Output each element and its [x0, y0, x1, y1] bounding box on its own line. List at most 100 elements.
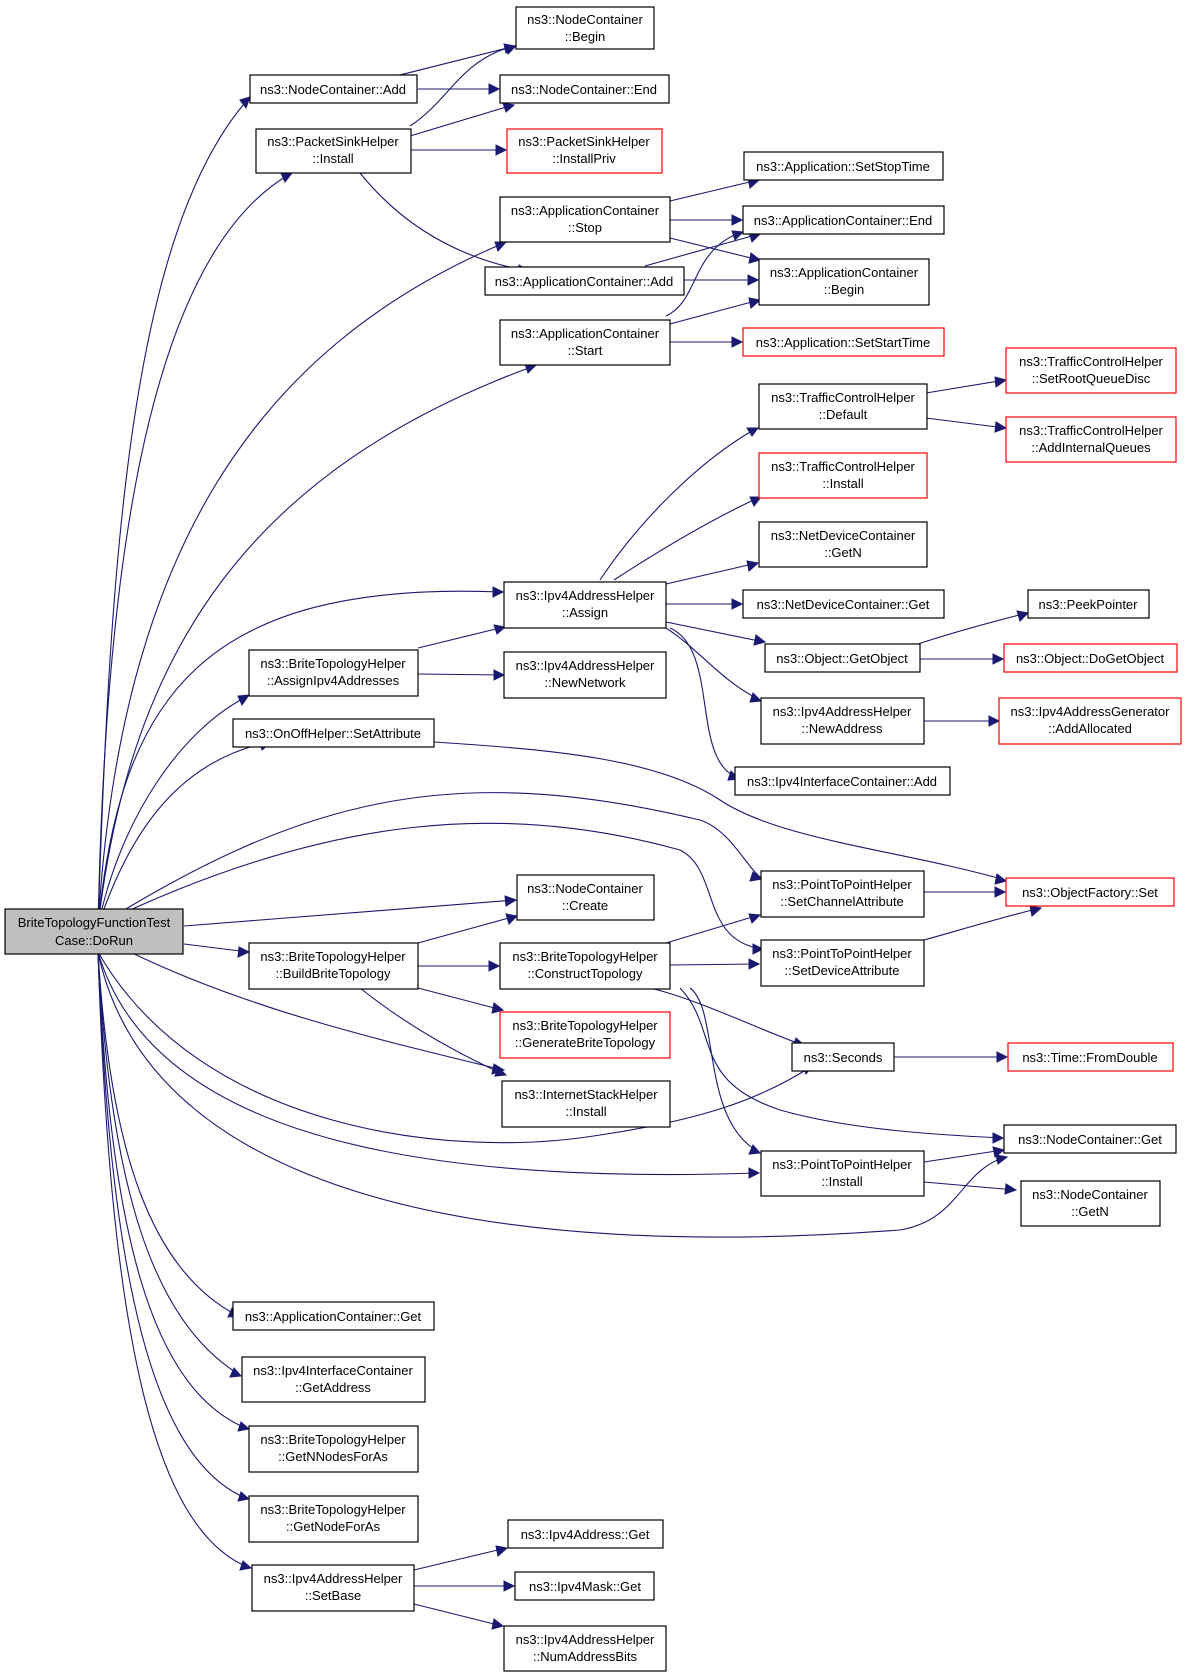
arrowhead	[994, 886, 1007, 898]
node-netdevicecontainer-getn[interactable]: ns3::NetDeviceContainer ::GetN	[758, 521, 928, 568]
node-objectfactory-set[interactable]: ns3::ObjectFactory::Set	[1005, 877, 1175, 907]
node-ipv4addresshelper-setbase[interactable]: ns3::Ipv4AddressHelper ::SetBase	[251, 1564, 415, 1612]
node-trafficcontrolhelper-install[interactable]: ns3::TrafficControlHelper ::Install	[758, 452, 928, 499]
node-seconds[interactable]: ns3::Seconds	[791, 1042, 895, 1072]
node-label: ns3::Object::GetObject	[776, 651, 908, 666]
node-label-line1: ns3::BriteTopologyHelper	[260, 1432, 406, 1447]
node-internetstackhelper-install[interactable]: ns3::InternetStackHelper ::Install	[501, 1080, 671, 1128]
node-ipv4mask-get[interactable]: ns3::Ipv4Mask::Get	[514, 1571, 655, 1601]
node-packetsinkhelper-install[interactable]: ns3::PacketSinkHelper ::Install	[255, 128, 412, 174]
edge-nodecontainer-add-to-begin	[379, 45, 516, 81]
node-label-line1: ns3::InternetStackHelper	[514, 1087, 658, 1102]
node-label-line2: ::GetNodeForAs	[286, 1519, 380, 1534]
arrowhead	[748, 1144, 762, 1155]
node-label-line2: ::GetN	[1071, 1204, 1109, 1219]
node-application-setstoptime[interactable]: ns3::Application::SetStopTime	[743, 151, 944, 181]
node-object-getobject[interactable]: ns3::Object::GetObject	[764, 643, 921, 673]
node-label-line2: ::InstallPriv	[552, 151, 616, 166]
node-ipv4interfacecontainer-add[interactable]: ns3::Ipv4InterfaceContainer::Add	[734, 766, 951, 796]
node-label-line1: ns3::PacketSinkHelper	[518, 134, 650, 149]
edge-assign-to-ipv4ic-add	[669, 627, 739, 779]
node-label-line1: ns3::Ipv4AddressHelper	[516, 658, 655, 673]
node-packetsinkhelper-installpriv[interactable]: ns3::PacketSinkHelper ::InstallPriv	[506, 128, 663, 174]
node-trafficcontrolhelper-setrootqueuedisc[interactable]: ns3::TrafficControlHelper ::SetRootQueue…	[1005, 347, 1177, 394]
node-applicationcontainer-start[interactable]: ns3::ApplicationContainer ::Start	[499, 319, 671, 366]
edge-root-to-nodecontainer-create	[183, 899, 516, 927]
node-label-line1: ns3::PointToPointHelper	[772, 946, 912, 961]
arrowhead	[502, 102, 516, 113]
edge-root-to-applicationcontainer-get	[97, 951, 239, 1317]
node-label: ns3::Ipv4Mask::Get	[529, 1579, 641, 1594]
arrowhead	[992, 1146, 1006, 1158]
node-applicationcontainer-add[interactable]: ns3::ApplicationContainer::Add	[484, 266, 685, 296]
edge-onoff-to-objectfactory-set	[433, 741, 1006, 881]
edge-p2p-install-to-nodecontainer-getn	[923, 1181, 1016, 1191]
arrowhead	[731, 214, 744, 226]
arrowhead	[492, 586, 505, 598]
node-trafficcontrolhelper-default[interactable]: ns3::TrafficControlHelper ::Default	[758, 383, 928, 430]
node-nodecontainer-get[interactable]: ns3::NodeContainer::Get	[1003, 1124, 1177, 1154]
node-britetopologyhelper-generatebritetopology[interactable]: ns3::BriteTopologyHelper ::GenerateBrite…	[499, 1011, 671, 1059]
node-onoffhelper-setattribute[interactable]: ns3::OnOffHelper::SetAttribute	[232, 718, 435, 748]
node-label-line1: ns3::Ipv4AddressHelper	[264, 1571, 403, 1586]
node-nodecontainer-add[interactable]: ns3::NodeContainer::Add	[249, 74, 418, 104]
node-peekpointer[interactable]: ns3::PeekPointer	[1027, 589, 1150, 619]
arrowhead	[749, 692, 763, 703]
node-label-line1: ns3::NodeContainer	[527, 881, 643, 896]
node-ipv4addresshelper-newnetwork[interactable]: ns3::Ipv4AddressHelper ::NewNetwork	[503, 651, 667, 699]
node-pointtopointhelper-setdeviceattribute[interactable]: ns3::PointToPointHelper ::SetDeviceAttri…	[760, 939, 925, 987]
node-label-line1: ns3::NetDeviceContainer	[771, 528, 916, 543]
node-ipv4addressgenerator-addallocated[interactable]: ns3::Ipv4AddressGenerator ::AddAllocated	[998, 697, 1182, 745]
arrowhead	[237, 1491, 251, 1502]
node-label-line2: ::Create	[562, 898, 608, 913]
node-britetopologyhelper-buildbritetopology[interactable]: ns3::BriteTopologyHelper ::BuildBriteTop…	[248, 942, 419, 990]
node-applicationcontainer-begin[interactable]: ns3::ApplicationContainer ::Begin	[758, 258, 930, 306]
node-britetopologyhelper-getnnodesforas[interactable]: ns3::BriteTopologyHelper ::GetNNodesForA…	[248, 1425, 419, 1473]
arrowhead	[994, 421, 1008, 433]
node-britetopologyhelper-getnodeforas[interactable]: ns3::BriteTopologyHelper ::GetNodeForAs	[248, 1495, 419, 1543]
node-ipv4address-get[interactable]: ns3::Ipv4Address::Get	[507, 1519, 664, 1549]
node-nodecontainer-end[interactable]: ns3::NodeContainer::End	[499, 74, 670, 104]
node-label-line2: ::Install	[821, 1174, 862, 1189]
node-nodecontainer-begin[interactable]: ns3::NodeContainer ::Begin	[515, 6, 655, 50]
node-ipv4addresshelper-assign[interactable]: ns3::Ipv4AddressHelper ::Assign	[503, 581, 667, 629]
node-object-dogetobject[interactable]: ns3::Object::DoGetObject	[1003, 643, 1178, 673]
arrowhead	[749, 871, 764, 882]
node-label-line1: ns3::PointToPointHelper	[772, 1157, 912, 1172]
node-applicationcontainer-get[interactable]: ns3::ApplicationContainer::Get	[232, 1301, 435, 1331]
arrowhead	[731, 230, 745, 241]
node-nodecontainer-create[interactable]: ns3::NodeContainer ::Create	[516, 874, 655, 921]
edge-root-to-pointtopointhelper-setchannelattribute	[97, 792, 762, 927]
node-root-britetopologyfunctiontestcase-dorun[interactable]: BriteTopologyFunctionTest Case::DoRun	[4, 908, 184, 955]
edge-buildbrite-to-internetstackhelper-install	[359, 987, 506, 1076]
node-label-line2: ::AddAllocated	[1048, 721, 1132, 736]
node-label-line2: ::SetDeviceAttribute	[785, 963, 900, 978]
arrowhead	[491, 1002, 505, 1014]
node-ipv4addresshelper-newaddress[interactable]: ns3::Ipv4AddressHelper ::NewAddress	[760, 697, 925, 745]
node-application-setstarttime[interactable]: ns3::Application::SetStartTime	[742, 327, 945, 357]
node-pointtopointhelper-install[interactable]: ns3::PointToPointHelper ::Install	[760, 1150, 925, 1197]
node-britetopologyhelper-constructtopology[interactable]: ns3::BriteTopologyHelper ::ConstructTopo…	[499, 942, 671, 990]
node-applicationcontainer-end[interactable]: ns3::ApplicationContainer::End	[742, 205, 945, 235]
node-applicationcontainer-stop[interactable]: ns3::ApplicationContainer ::Stop	[499, 196, 671, 243]
edge-p2p-install-to-nodecontainer-get	[923, 1149, 1004, 1163]
node-nodecontainer-getn[interactable]: ns3::NodeContainer ::GetN	[1020, 1180, 1161, 1227]
node-label-line1: ns3::ApplicationContainer	[511, 203, 660, 218]
node-trafficcontrolhelper-addinternalqueues[interactable]: ns3::TrafficControlHelper ::AddInternalQ…	[1005, 416, 1177, 463]
arrowhead	[488, 960, 501, 972]
node-ipv4interfacecontainer-getaddress[interactable]: ns3::Ipv4InterfaceContainer ::GetAddress	[241, 1356, 426, 1403]
arrowhead	[992, 653, 1005, 665]
edge-root-to-onoffhelper-setattribute	[97, 741, 271, 927]
node-britetopologyhelper-assignipv4addresses[interactable]: ns3::BriteTopologyHelper ::AssignIpv4Add…	[248, 649, 419, 697]
edge-root-to-internetstackhelper-install	[129, 951, 504, 1071]
edge-packetsinkhelper-install-to-applicationcontainer-add	[359, 172, 529, 272]
arrowhead	[495, 144, 508, 156]
node-netdevicecontainer-get[interactable]: ns3::NetDeviceContainer::Get	[742, 589, 945, 619]
node-label-line2: ::AddInternalQueues	[1031, 440, 1151, 455]
arrowhead	[280, 172, 294, 183]
node-ipv4addresshelper-numaddressbits[interactable]: ns3::Ipv4AddressHelper ::NumAddressBits	[503, 1625, 667, 1672]
node-time-fromdouble[interactable]: ns3::Time::FromDouble	[1007, 1042, 1174, 1072]
node-pointtopointhelper-setchannelattribute[interactable]: ns3::PointToPointHelper ::SetChannelAttr…	[760, 870, 925, 918]
